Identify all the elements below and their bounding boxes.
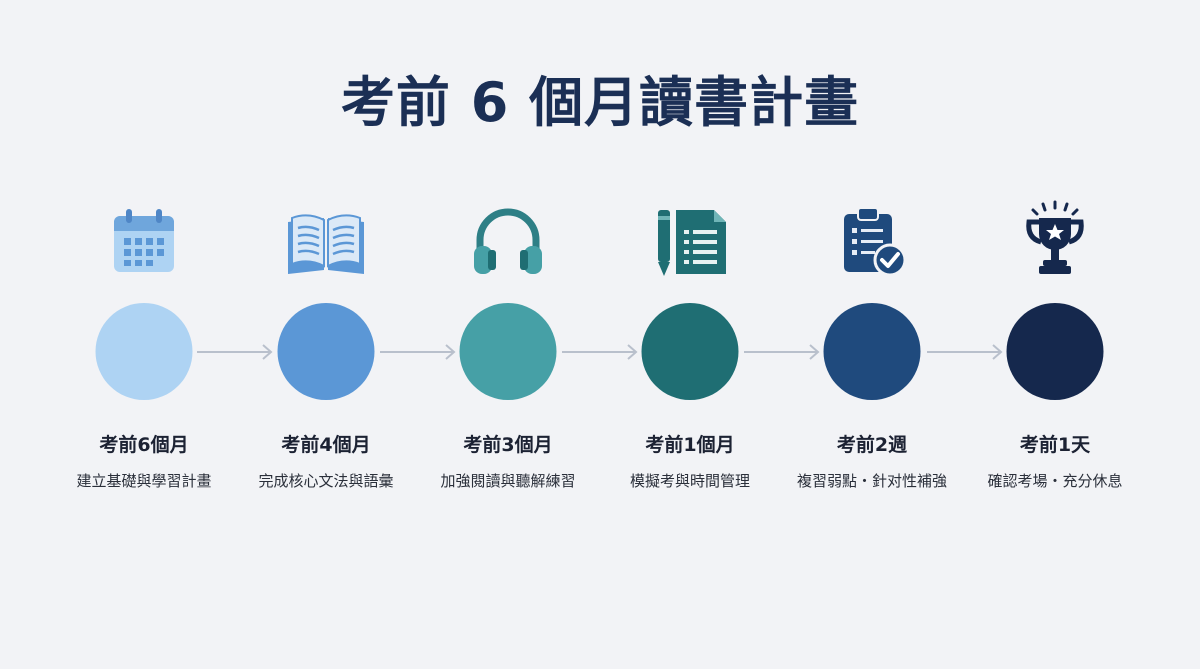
page-title: 考前 6 個月讀書計畫 (340, 71, 860, 134)
timeline-step-4: 考前1個月 模擬考與時間管理 (590, 200, 790, 500)
step-circle (277, 303, 375, 400)
step-label: 考前4個月 (281, 434, 371, 456)
step-circle (641, 303, 739, 400)
timeline-step-5: 考前2週 複習弱點・針对性補強 (772, 200, 972, 500)
step-description: 複習弱點・針对性補強 (796, 472, 947, 490)
headphones-icon (474, 208, 542, 274)
arrow-right-icon (562, 344, 638, 360)
step-description: 確認考場・充分休息 (987, 472, 1123, 490)
step-label: 考前1個月 (645, 434, 735, 456)
timeline-step-2: 考前4個月 完成核心文法與語彙 (226, 200, 426, 500)
arrow-right-icon (927, 344, 1003, 360)
step-description: 完成核心文法與語彙 (258, 472, 394, 490)
timeline-step-3: 考前3個月 加強閱讀與聽解練習 (408, 200, 608, 500)
calendar-icon (114, 209, 174, 272)
timeline-step-1: 考前6個月 建立基礎與學習計畫 (44, 200, 244, 500)
step-label: 考前1天 (1019, 434, 1091, 456)
pen-document-icon (658, 210, 726, 276)
open-book-icon (288, 214, 364, 274)
step-circle (459, 303, 557, 400)
step-label: 考前6個月 (99, 434, 189, 456)
step-circle (1006, 303, 1104, 400)
step-circle (95, 303, 193, 400)
step-description: 加強閱讀與聽解練習 (440, 472, 576, 490)
trophy-icon (1026, 200, 1084, 274)
arrow-right-icon (380, 344, 456, 360)
step-label: 考前3個月 (463, 434, 553, 456)
arrow-right-icon (197, 344, 273, 360)
clipboard-check-icon (844, 207, 907, 277)
step-circle (823, 303, 921, 400)
step-description: 模擬考與時間管理 (629, 472, 750, 490)
step-description: 建立基礎與學習計畫 (76, 472, 212, 490)
step-label: 考前2週 (836, 434, 908, 456)
timeline-step-6: 考前1天 確認考場・充分休息 (955, 200, 1155, 500)
arrow-right-icon (744, 344, 820, 360)
